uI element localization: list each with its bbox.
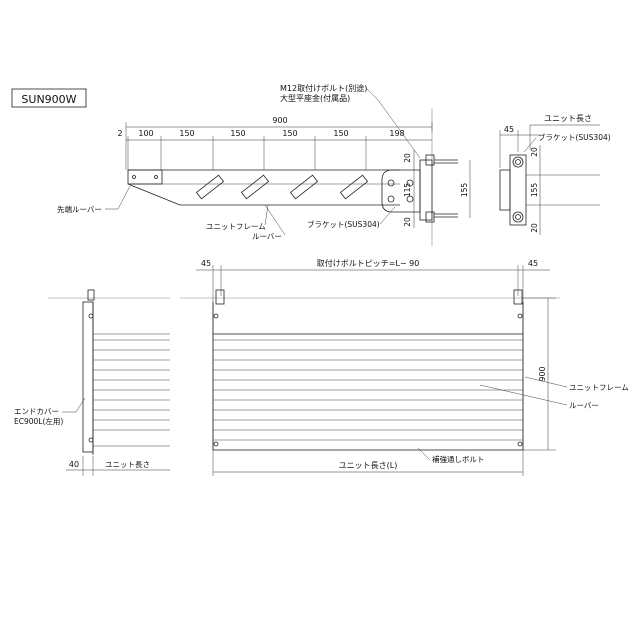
frame-bottom-rail <box>127 183 181 206</box>
front-right-45: 45 <box>528 259 538 268</box>
end-dim-40: 40 <box>69 460 79 469</box>
side-dim-45: 45 <box>504 125 514 134</box>
bolt-note-line2: 大型平座金(付属品) <box>280 93 350 103</box>
bracket-label: ブラケット(SUS304) <box>307 219 380 229</box>
dim-115: 115 <box>403 183 412 198</box>
top-view: 900 2 100 150 150 150 150 198 <box>57 83 471 246</box>
segment-label: 2 <box>117 129 122 138</box>
end-cover-shape <box>82 301 94 453</box>
reinforcement-bolt-label: 補強通しボルト <box>432 454 485 464</box>
side-dim-155: 155 <box>530 183 539 198</box>
side-unit-length: ユニット長さ <box>544 114 592 123</box>
wall-plate <box>419 159 433 221</box>
louver-blade <box>240 174 270 200</box>
front-louver-label: ルーバー <box>569 401 599 410</box>
front-unit-frame <box>212 333 524 451</box>
bracket-shape <box>381 169 421 213</box>
front-view: 45 45 取付けボルトピッチ=L− 90 9 <box>180 258 629 476</box>
end-cover-label-line2: EC900L(左用) <box>14 416 63 426</box>
end-cover-label-line1: エンドカバー <box>14 407 59 416</box>
segment-label: 100 <box>138 129 153 138</box>
louver-blade <box>289 174 319 200</box>
overall-width-label: 900 <box>272 116 287 125</box>
segment-label: 150 <box>282 129 297 138</box>
louver-blade <box>195 174 225 200</box>
dim-20-bottom: 20 <box>403 217 412 227</box>
segment-label: 198 <box>389 129 404 138</box>
model-label: SUN900W <box>21 93 76 106</box>
segment-label: 150 <box>333 129 348 138</box>
end-unit-length: ユニット長さ <box>105 460 150 469</box>
unit-frame-label: ユニットフレーム <box>206 222 266 231</box>
tip-louver-shape <box>127 169 163 185</box>
end-view: エンドカバー EC900L(左用) 40 ユニット長さ <box>14 289 170 476</box>
unit-length-L-label: ユニット長さ(L) <box>339 461 398 470</box>
side-dim-20-top: 20 <box>530 147 539 157</box>
model-label-box <box>11 88 87 108</box>
louver-set <box>195 174 369 200</box>
dim-20-top: 20 <box>403 153 412 163</box>
side-view: 45 ユニット長さ ブラケット(SUS304) 20 155 20 <box>499 114 611 235</box>
segment-label: 150 <box>179 129 194 138</box>
end-view-louver-lines <box>93 333 170 447</box>
front-louver-lines <box>213 339 523 441</box>
louver-label: ルーバー <box>252 232 282 241</box>
dim-155: 155 <box>460 183 469 198</box>
side-bracket-label: ブラケット(SUS304) <box>538 132 611 142</box>
front-left-45: 45 <box>201 259 211 268</box>
segment-label: 150 <box>230 129 245 138</box>
tip-louver-label: 先端ルーバー <box>57 204 102 214</box>
bolt-pitch-label: 取付けボルトピッチ=L− 90 <box>317 258 420 268</box>
height-900-label: 900 <box>538 366 547 381</box>
bolt-note-line1: M12取付けボルト(別途) <box>280 83 367 93</box>
side-dim-20-bottom: 20 <box>530 223 539 233</box>
louver-blade <box>339 174 369 200</box>
front-unit-frame-label: ユニットフレーム <box>569 383 629 392</box>
